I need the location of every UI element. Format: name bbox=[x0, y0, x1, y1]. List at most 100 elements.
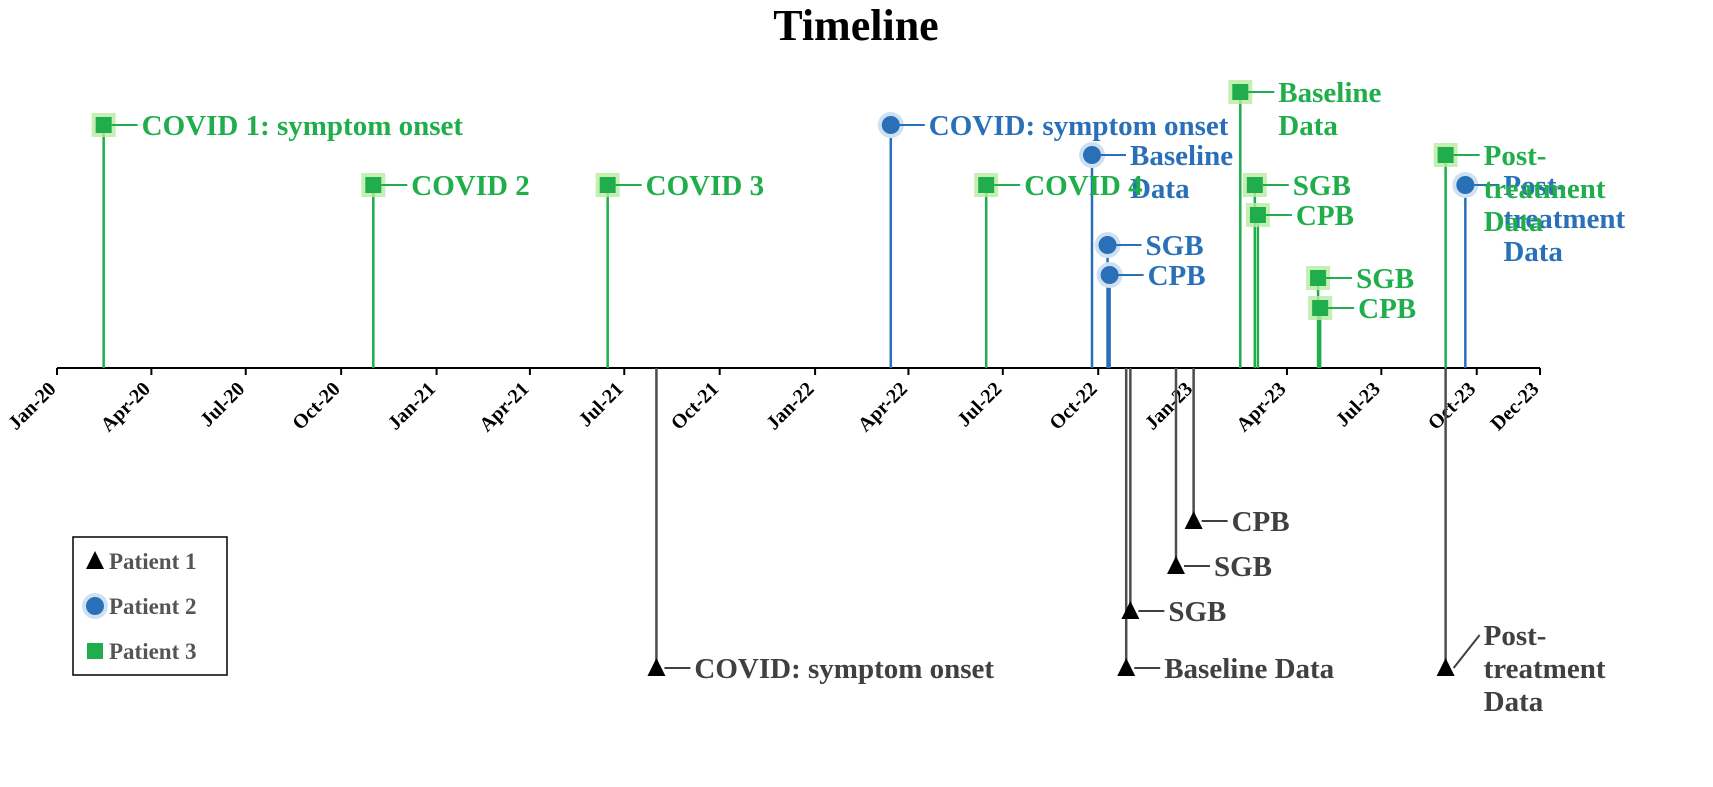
patient1-label-leader bbox=[1452, 634, 1481, 669]
event-label-line: Baseline bbox=[1130, 140, 1233, 172]
event-label-line: Data bbox=[1484, 686, 1544, 718]
event-label-line: treatment bbox=[1484, 653, 1606, 685]
event-label-line: CPB bbox=[1358, 293, 1416, 325]
patient2-marker bbox=[881, 116, 900, 134]
event-label-line: SGB bbox=[1168, 596, 1226, 628]
patient3-marker bbox=[1437, 147, 1454, 163]
patient1-marker bbox=[1436, 658, 1455, 676]
patient3-marker bbox=[978, 177, 995, 193]
patient1-marker bbox=[1117, 658, 1136, 676]
patient3-marker bbox=[365, 177, 382, 193]
event-label-line: SGB bbox=[1356, 263, 1414, 295]
patient1-marker bbox=[1121, 601, 1140, 619]
x-tick-label: Apr-23 bbox=[1232, 378, 1290, 436]
patient1-marker bbox=[647, 658, 666, 676]
event-label-line: CPB bbox=[1148, 260, 1206, 292]
x-tick-label: Jul-23 bbox=[1332, 378, 1385, 431]
x-tick-label: Jan-20 bbox=[4, 378, 60, 434]
legend-label: Patient 3 bbox=[109, 639, 197, 664]
patient1-event-label: SGB bbox=[1214, 551, 1272, 583]
time-axis: Jan-20 Apr-20 Jul-20 Oct-20 Jan-21 Apr-21 Jul-… bbox=[4, 367, 1544, 436]
patient3-event-label: COVID 3 bbox=[646, 170, 764, 202]
event-label-line: COVID 1: symptom onset bbox=[142, 110, 464, 142]
chart-title: Timeline bbox=[773, 1, 938, 50]
event-label-line: Data bbox=[1484, 206, 1544, 238]
x-tick-label: Apr-20 bbox=[97, 378, 155, 436]
patient2-marker bbox=[1456, 176, 1475, 194]
x-tick-label: Apr-22 bbox=[854, 378, 912, 436]
event-label-line: CPB bbox=[1296, 200, 1354, 232]
patient2-marker bbox=[1098, 236, 1117, 254]
patient3-event-label: COVID 4 bbox=[1024, 170, 1142, 202]
event-label-line: Data bbox=[1130, 173, 1190, 205]
legend-marker-triangle bbox=[86, 551, 104, 569]
x-tick-label: Apr-21 bbox=[475, 378, 533, 436]
event-label-line: Data bbox=[1278, 110, 1338, 142]
event-label-line: Data bbox=[1503, 236, 1563, 268]
x-tick-label: Dec-23 bbox=[1486, 378, 1543, 435]
x-tick-label: Jul-22 bbox=[953, 378, 1006, 431]
event-label-line: Baseline bbox=[1278, 77, 1381, 109]
x-tick-label: Oct-22 bbox=[1045, 378, 1101, 434]
event-label-line: SGB bbox=[1214, 551, 1272, 583]
patient3-event-label: CPB bbox=[1358, 293, 1416, 325]
x-tick-label: Jul-20 bbox=[196, 378, 249, 431]
legend: Patient 1 Patient 2 Patient 3 bbox=[72, 536, 228, 676]
patient1-event-label: SGB bbox=[1168, 596, 1226, 628]
patient3-marker bbox=[1249, 207, 1266, 223]
patient2-event-label: CPB bbox=[1148, 260, 1206, 292]
x-tick-label: Oct-21 bbox=[667, 378, 723, 434]
patient1-marker bbox=[1184, 511, 1203, 529]
event-label-line: Baseline Data bbox=[1164, 653, 1334, 685]
patient2-marker bbox=[1100, 266, 1119, 284]
legend-marker-circle bbox=[86, 597, 104, 615]
patient3-marker bbox=[1232, 84, 1249, 100]
x-tick-label: Oct-23 bbox=[1424, 378, 1480, 434]
patient3-event-label: COVID 1: symptom onset bbox=[142, 110, 464, 142]
patient1-event-label: CPB bbox=[1232, 506, 1290, 538]
patient1-marker bbox=[1166, 556, 1185, 574]
x-tick-label: Jan-22 bbox=[762, 378, 818, 434]
patient2-event-label: SGB bbox=[1146, 230, 1204, 262]
event-label-line: SGB bbox=[1293, 170, 1351, 202]
event-label-line: CPB bbox=[1232, 506, 1290, 538]
patient3-marker bbox=[95, 117, 112, 133]
patient3-marker bbox=[599, 177, 616, 193]
event-label-line: Post- bbox=[1484, 140, 1547, 172]
x-tick-label: Jan-23 bbox=[1141, 378, 1197, 434]
patient3-event-label: SGB bbox=[1356, 263, 1414, 295]
event-markers bbox=[91, 80, 1479, 676]
patient1-event-label: Baseline Data bbox=[1164, 653, 1334, 685]
event-label-line: COVID: symptom onset bbox=[694, 653, 994, 685]
event-label-line: COVID 4 bbox=[1024, 170, 1142, 202]
patient2-marker bbox=[1082, 146, 1101, 164]
patient3-marker bbox=[1312, 300, 1329, 316]
legend-marker-square bbox=[87, 643, 103, 659]
event-label-line: Post- bbox=[1484, 620, 1547, 652]
event-label-line: treatment bbox=[1503, 203, 1625, 235]
x-tick-label: Jan-21 bbox=[384, 378, 440, 434]
patient3-event-label: CPB bbox=[1296, 200, 1354, 232]
patient2-event-label: COVID: symptom onset bbox=[929, 110, 1229, 142]
patient3-marker bbox=[1310, 270, 1327, 286]
legend-label: Patient 2 bbox=[109, 594, 197, 619]
event-label-line: treatment bbox=[1484, 173, 1606, 205]
event-label-line: COVID 2 bbox=[411, 170, 529, 202]
event-label-line: COVID 3 bbox=[646, 170, 764, 202]
legend-label: Patient 1 bbox=[109, 549, 197, 574]
patient3-event-label: SGB bbox=[1293, 170, 1351, 202]
event-label-line: SGB bbox=[1146, 230, 1204, 262]
event-label-line: COVID: symptom onset bbox=[929, 110, 1229, 142]
event-label-line: Post- bbox=[1503, 170, 1566, 202]
patient3-marker bbox=[1246, 177, 1263, 193]
x-tick-label: Oct-20 bbox=[288, 378, 344, 434]
patient1-event-label: COVID: symptom onset bbox=[694, 653, 994, 685]
patient3-event-label: COVID 2 bbox=[411, 170, 529, 202]
